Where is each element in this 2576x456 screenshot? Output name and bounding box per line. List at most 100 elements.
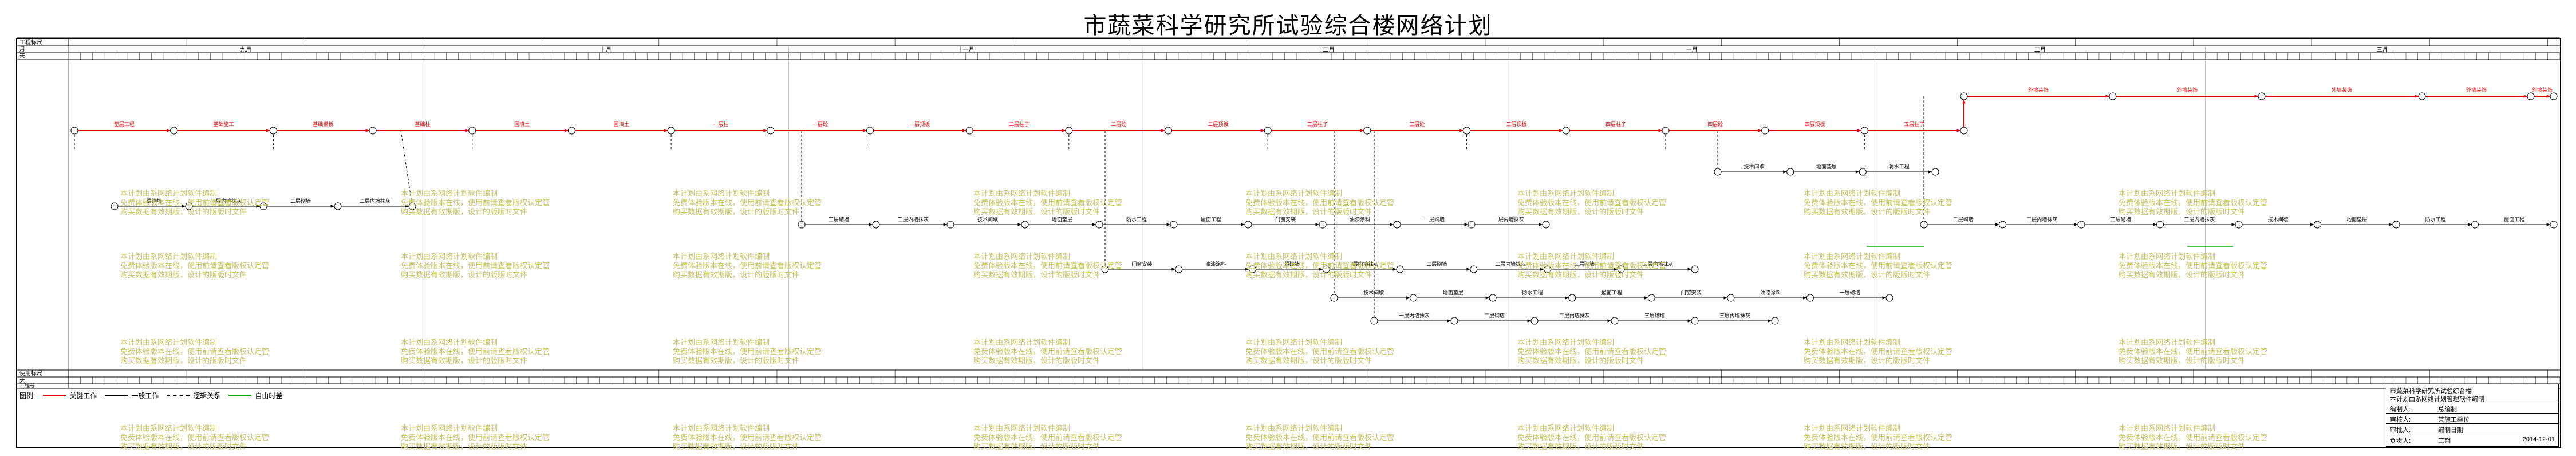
arrow-head xyxy=(1245,268,1249,271)
arrow-head xyxy=(1017,223,1021,226)
work-label: 一层内墙抹灰 xyxy=(211,198,242,204)
work-label: 回填土 xyxy=(614,121,629,127)
work-label: 二层内墙抹灰 xyxy=(360,198,390,204)
arrow-head xyxy=(863,129,867,132)
watermark-text: 本计划由系网络计划软件编制免费体验版本在线，使用前请查看版权认定管购买数据有效期… xyxy=(973,424,1123,451)
month-label: 一月 xyxy=(1686,46,1698,53)
logic-links xyxy=(74,96,2233,321)
work-label: 垫层工程 xyxy=(114,121,135,127)
general-node xyxy=(1101,265,1109,273)
arrow-head xyxy=(167,129,171,132)
general-node xyxy=(1542,221,1550,229)
arrow-head xyxy=(2074,223,2078,226)
critical-node xyxy=(170,127,178,135)
general-node xyxy=(2077,221,2085,229)
critical-node xyxy=(269,127,277,135)
arrow-head xyxy=(1315,223,1319,226)
general-node xyxy=(1450,317,1458,325)
watermark-text: 本计划由系网络计划软件编制免费体验版本在线，使用前请查看版权认定管购买数据有效期… xyxy=(1245,252,1395,279)
work-label: 外墙装饰 xyxy=(2177,87,2198,93)
critical-node xyxy=(1363,127,1371,135)
general-node xyxy=(259,202,267,210)
arrow-head xyxy=(2105,95,2109,98)
critical-node xyxy=(1562,127,1570,135)
arrow-head xyxy=(2231,223,2235,226)
arrow-head xyxy=(1092,223,1096,226)
arrow-head xyxy=(1614,268,1618,271)
general-node xyxy=(1714,168,1722,176)
work-label: 三层砌墙 xyxy=(1574,261,1595,267)
general-node xyxy=(1330,294,1338,302)
watermark-text: 本计划由系网络计划软件编制免费体验版本在线，使用前请查看版权认定管购买数据有效期… xyxy=(973,338,1123,365)
arrow-head xyxy=(1882,296,1886,300)
general-node xyxy=(1691,265,1699,273)
work-label: 门窗安装 xyxy=(1275,216,1296,222)
critical-line-icon xyxy=(43,395,66,396)
work-label: 一层内墙抹灰 xyxy=(1348,261,1379,267)
general-node xyxy=(1393,221,1401,229)
critical-node xyxy=(70,127,78,135)
watermark-text: 本计划由系网络计划软件编制免费体验版本在线，使用前请查看版权认定管购买数据有效期… xyxy=(2119,252,2268,279)
arrow-head xyxy=(1658,129,1662,132)
header-project-label: 工程标尺 xyxy=(19,39,42,46)
watermark-text: 本计划由系网络计划软件编制免费体验版本在线，使用前请查看版权认定管购买数据有效期… xyxy=(1804,189,1953,216)
watermark-text: 本计划由系网络计划软件编制免费体验版本在线，使用前请查看版权认定管购买数据有效期… xyxy=(120,338,270,365)
month-label: 十一月 xyxy=(957,46,975,53)
work-arrows: 垫层工程基础施工基础模板基础柱回填土回填土一层柱一层砼一层顶板二层柱子二层砼二层… xyxy=(74,87,2554,323)
arrow-head xyxy=(1390,223,1394,226)
work-label: 防水工程 xyxy=(1126,216,1147,222)
arrow-head xyxy=(1855,170,1860,174)
work-label: 屋面工程 xyxy=(2504,217,2524,222)
critical-node xyxy=(1761,127,1769,135)
logic-link xyxy=(400,130,413,207)
general-node xyxy=(1170,221,1178,229)
general-node xyxy=(185,202,193,210)
arrow-head xyxy=(465,129,469,132)
watermark-text: 本计划由系网络计划软件编制免费体验版本在线，使用前请查看版权认定管购买数据有效期… xyxy=(1245,338,1395,365)
critical-node xyxy=(1860,127,1868,135)
work-label: 一层顶板 xyxy=(909,121,930,127)
general-node xyxy=(872,221,880,229)
watermark-text: 本计划由系网络计划软件编制免费体验版本在线，使用前请查看版权认定管购买数据有效期… xyxy=(120,424,270,451)
watermark-text: 本计划由系网络计划软件编制免费体验版本在线，使用前请查看版权认定管购买数据有效期… xyxy=(1245,189,1395,216)
arrow-head xyxy=(2468,223,2472,226)
arrow-head xyxy=(1459,129,1463,132)
watermark-text: 本计划由系网络计划软件编制免费体验版本在线，使用前请查看版权认定管购买数据有效期… xyxy=(1517,189,1667,216)
general-node xyxy=(1249,265,1256,273)
general-node xyxy=(1095,221,1103,229)
critical-node xyxy=(1165,127,1173,135)
work-label: 屋面工程 xyxy=(1201,217,1221,222)
critical-node xyxy=(667,127,675,135)
arrow-head xyxy=(1607,319,1611,323)
timescale-header: 工程标尺月天使用标尺天工程号九月十月十一月十二月一月二月三月 xyxy=(19,39,2388,388)
work-label: 三层砌墙 xyxy=(829,216,849,222)
arrow-head xyxy=(1171,268,1175,271)
critical-node xyxy=(2550,92,2558,100)
watermark-text: 本计划由系网络计划软件编制免费体验版本在线，使用前请查看版权认定管购买数据有效期… xyxy=(1804,424,1953,451)
general-line-icon xyxy=(105,395,128,396)
arrow-head xyxy=(1319,268,1323,271)
bottom-project-label: 使用标尺 xyxy=(19,369,42,377)
watermark-text: 本计划由系网络计划软件编制免费体验版本在线，使用前请查看版权认定管购买数据有效期… xyxy=(120,252,270,279)
work-label: 三层砌墙 xyxy=(2110,216,2131,222)
general-node xyxy=(1489,294,1497,302)
work-label: 油漆涂料 xyxy=(1760,289,1781,296)
work-label: 三层顶板 xyxy=(1506,121,1526,127)
work-label: 地面垫层 xyxy=(2346,216,2367,222)
title-block-org: 市蔬菜科学研究所试验综合楼 xyxy=(2390,388,2472,395)
work-label: 一层砌墙 xyxy=(141,198,162,204)
work-label: 三层砼 xyxy=(1409,121,1425,127)
work-label: 二层柱子 xyxy=(1009,121,1029,127)
general-node xyxy=(1806,294,1814,302)
arrow-head xyxy=(330,205,334,208)
month-label: 九月 xyxy=(240,46,251,53)
arrow-head xyxy=(1406,296,1410,300)
arrow-head xyxy=(2310,223,2314,226)
critical-node xyxy=(468,127,476,135)
legend-item-critical: 关键工作 xyxy=(43,391,97,400)
general-node xyxy=(1617,265,1625,273)
wavy-line-icon xyxy=(228,395,252,396)
watermark-text: 本计划由系网络计划软件编制免费体验版本在线，使用前请查看版权认定管购买数据有效期… xyxy=(973,189,1123,216)
title-block-date: 2014-12-01 xyxy=(2522,436,2555,443)
watermark-text: 本计划由系网络计划软件编制免费体验版本在线，使用前请查看版权认定管购买数据有效期… xyxy=(673,189,822,216)
